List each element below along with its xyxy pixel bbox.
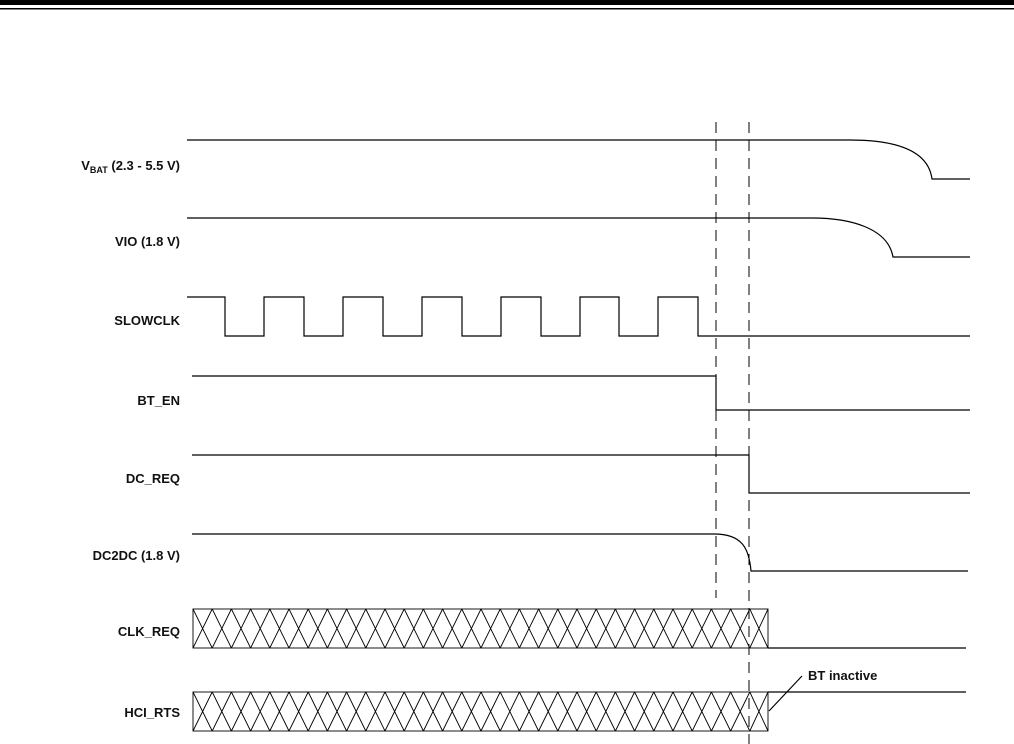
wave-dc2dc [192,534,968,571]
wave-slowclk [187,297,970,336]
label-vbat: VBAT (2.3 - 5.5 V) [81,158,180,175]
wave-hci-rts [193,692,966,731]
annotation-leader [769,676,802,711]
label-clk-req: CLK_REQ [118,624,180,639]
wave-clk-req [193,609,966,648]
label-slowclk: SLOWCLK [114,313,180,328]
label-dc-req: DC_REQ [126,471,180,486]
wave-bt-en [192,376,970,410]
label-hci-rts: HCI_RTS [124,705,180,720]
annotation-bt-inactive: BT inactive [808,668,877,683]
wave-vbat [187,140,970,179]
top-rule-thin [0,8,1014,10]
top-rule-thick [0,0,1014,5]
label-bt-en: BT_EN [137,393,180,408]
label-vio: VIO (1.8 V) [115,234,180,249]
label-dc2dc: DC2DC (1.8 V) [93,548,180,563]
wave-dc-req [192,455,970,493]
wave-vio [187,218,970,257]
